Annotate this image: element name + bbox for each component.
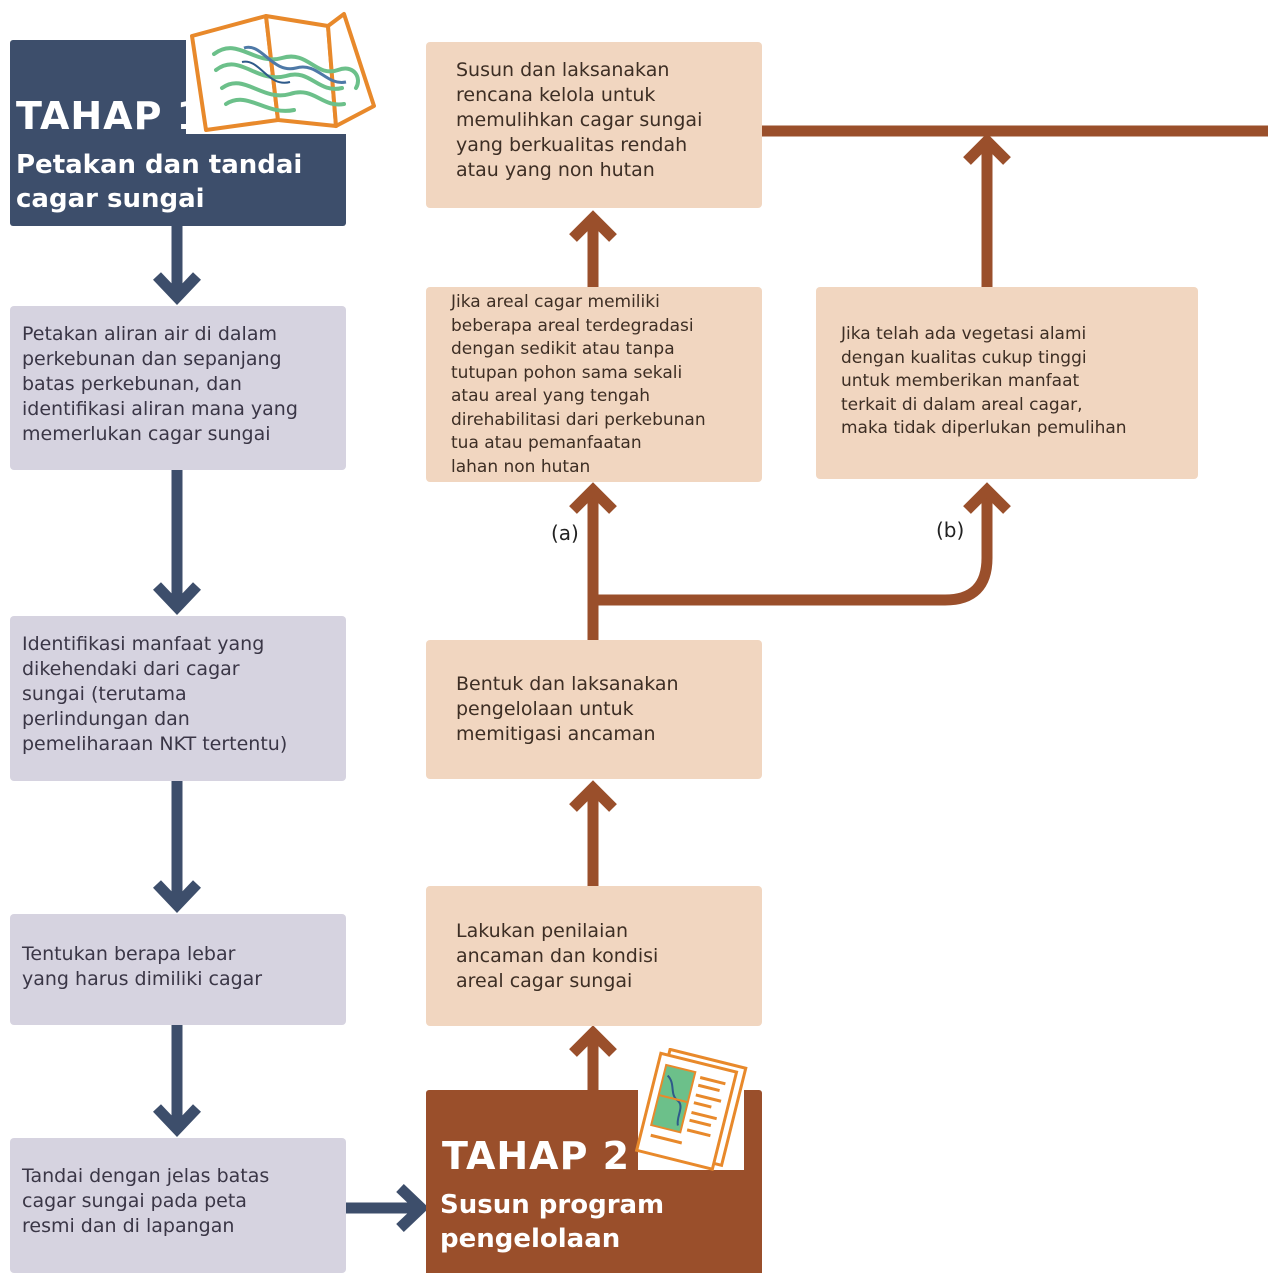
left-flow-arrows: [153, 226, 429, 1232]
right-step-mitigate: Bentuk dan laksanakan pengelolaan untuk …: [426, 640, 762, 779]
right-step-assess: Lakukan penilaian ancaman dan kondisi ar…: [426, 886, 762, 1026]
left-step-1-text: Petakan aliran air di dalam perkebunan d…: [22, 323, 298, 445]
right-step-branch-b: Jika telah ada vegetasi alami dengan kua…: [816, 287, 1198, 479]
folded-map-icon: [186, 8, 382, 138]
left-step-4-text: Tandai dengan jelas batas cagar sungai p…: [22, 1165, 270, 1237]
arrow-branch-b: [593, 497, 993, 606]
left-step-identify-benefits: Identifikasi manfaat yang dikehendaki da…: [10, 616, 346, 781]
branch-label-a: (a): [551, 521, 579, 545]
stage1-subtitle: Petakan dan tandai cagar sungai: [16, 150, 303, 214]
branch-label-b: (b): [936, 518, 965, 542]
right-flow-arrows: [569, 125, 1268, 1090]
left-step-determine-width: Tentukan berapa lebar yang harus dimilik…: [10, 914, 346, 1025]
stage1-title: TAHAP 1: [16, 94, 205, 138]
report-document-icon: [630, 1047, 748, 1176]
stage2-title: TAHAP 2: [442, 1134, 631, 1178]
restore-text: Susun dan laksanakan rencana kelola untu…: [456, 59, 703, 181]
left-step-2-text: Identifikasi manfaat yang dikehendaki da…: [22, 633, 288, 755]
left-step-map-streams: Petakan aliran air di dalam perkebunan d…: [10, 306, 346, 470]
branch-b-text: Jika telah ada vegetasi alami dengan kua…: [841, 324, 1127, 438]
stage2-subtitle: Susun program pengelolaan: [440, 1190, 665, 1254]
left-step-3-text: Tentukan berapa lebar yang harus dimilik…: [22, 943, 263, 990]
branch-a-text: Jika areal cagar memiliki beberapa areal…: [451, 292, 706, 477]
left-step-mark-boundaries: Tandai dengan jelas batas cagar sungai p…: [10, 1138, 346, 1273]
right-step-branch-a: Jika areal cagar memiliki beberapa areal…: [426, 287, 762, 482]
right-step-restore-plan: Susun dan laksanakan rencana kelola untu…: [426, 42, 762, 208]
mitigate-text: Bentuk dan laksanakan pengelolaan untuk …: [456, 673, 679, 745]
assess-text: Lakukan penilaian ancaman dan kondisi ar…: [456, 920, 659, 992]
